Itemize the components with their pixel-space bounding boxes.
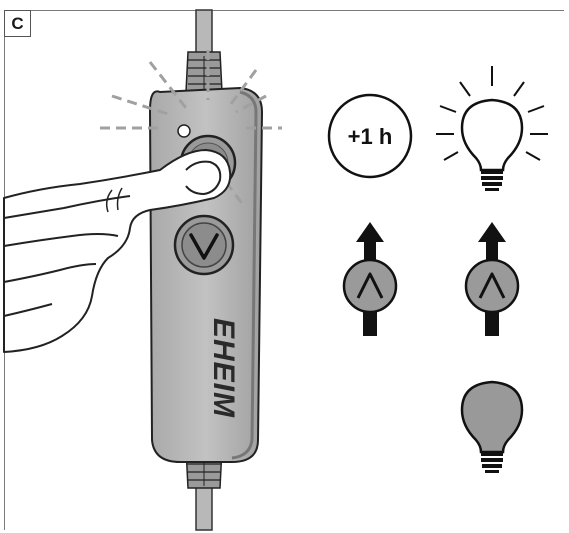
down-button[interactable] [175, 216, 233, 274]
light-bulb-off-icon [462, 382, 522, 473]
strain-relief-top [186, 52, 222, 92]
timer-badge-text: +1 h [348, 124, 393, 149]
led-indicator [178, 125, 190, 137]
up-button-icon [466, 260, 518, 312]
brand-logo: EHEIM [207, 318, 240, 418]
panel-label: C [4, 10, 31, 37]
timer-badge: +1 h [329, 95, 411, 177]
up-button-icon [344, 260, 396, 312]
light-bulb-on-icon [436, 66, 548, 191]
